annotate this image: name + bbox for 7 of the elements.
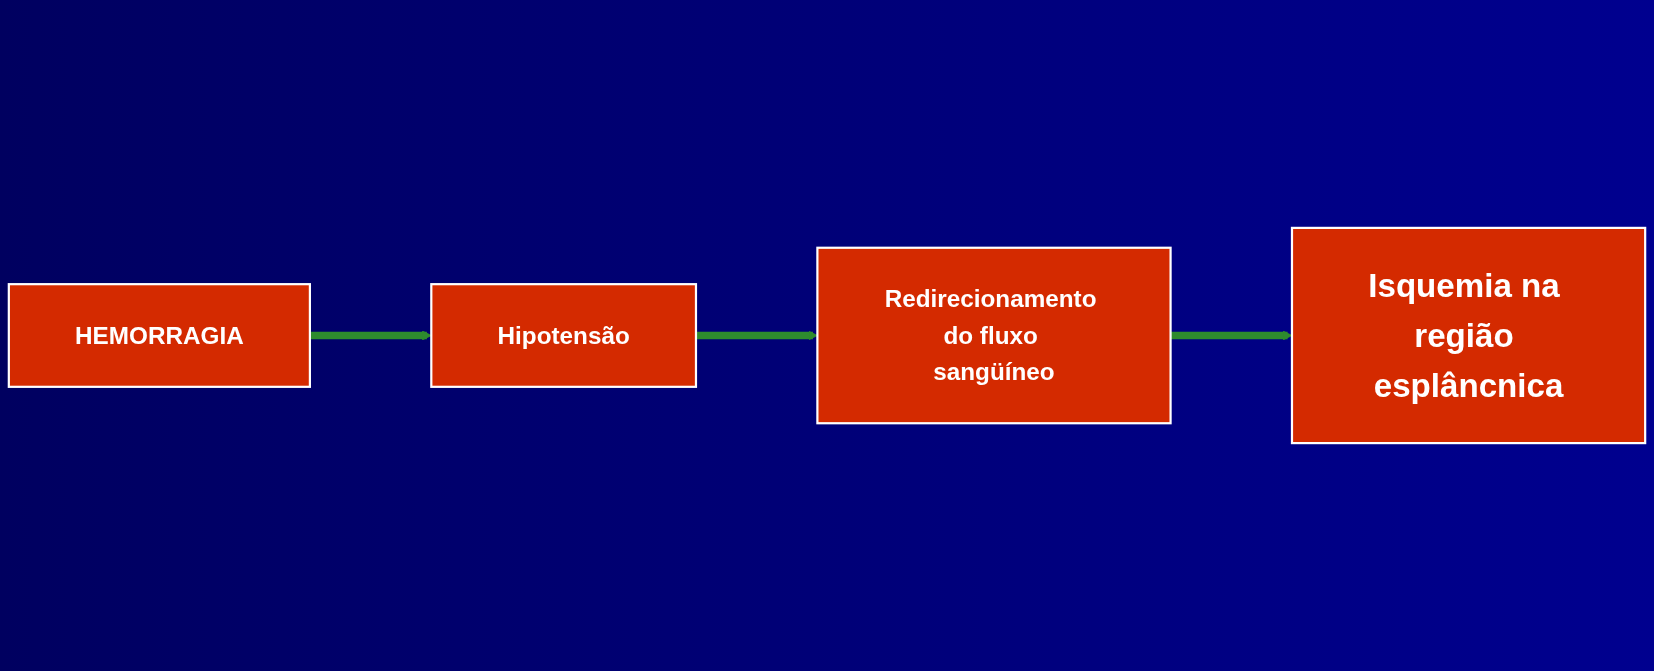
node-box: Hipotensão (430, 283, 698, 388)
node-box: Isquemia na região esplâncnica (1290, 226, 1647, 445)
arrow (1170, 330, 1293, 341)
node-box: Redirecionamento do fluxo sangüíneo (816, 246, 1172, 425)
node-box: HEMORRAGIA (7, 283, 311, 388)
arrow (696, 330, 818, 341)
arrow (309, 330, 432, 341)
